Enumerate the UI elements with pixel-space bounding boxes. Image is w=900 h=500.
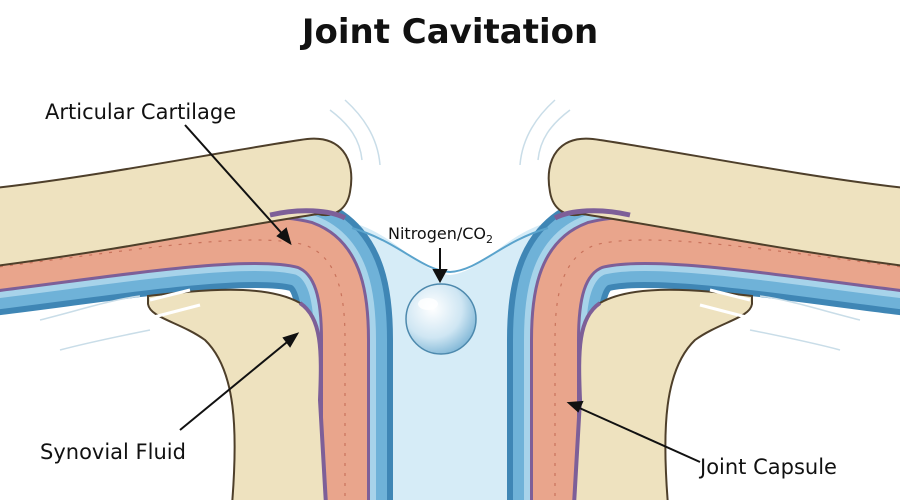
label-arrows — [179, 124, 701, 463]
label-synovial-fluid: Synovial Fluid — [40, 440, 186, 464]
synovial-fluid-region — [350, 225, 550, 500]
label-gas-subscript: 2 — [486, 233, 493, 247]
right-bone-joint — [520, 100, 900, 500]
label-gas-text: Nitrogen/CO — [388, 224, 486, 243]
diagram-title: Joint Cavitation — [301, 12, 599, 52]
label-joint-capsule: Joint Capsule — [700, 455, 837, 479]
label-articular-cartilage: Articular Cartilage — [45, 100, 237, 124]
gas-bubble — [405, 283, 477, 355]
label-gas: Nitrogen/CO2 — [388, 224, 493, 246]
